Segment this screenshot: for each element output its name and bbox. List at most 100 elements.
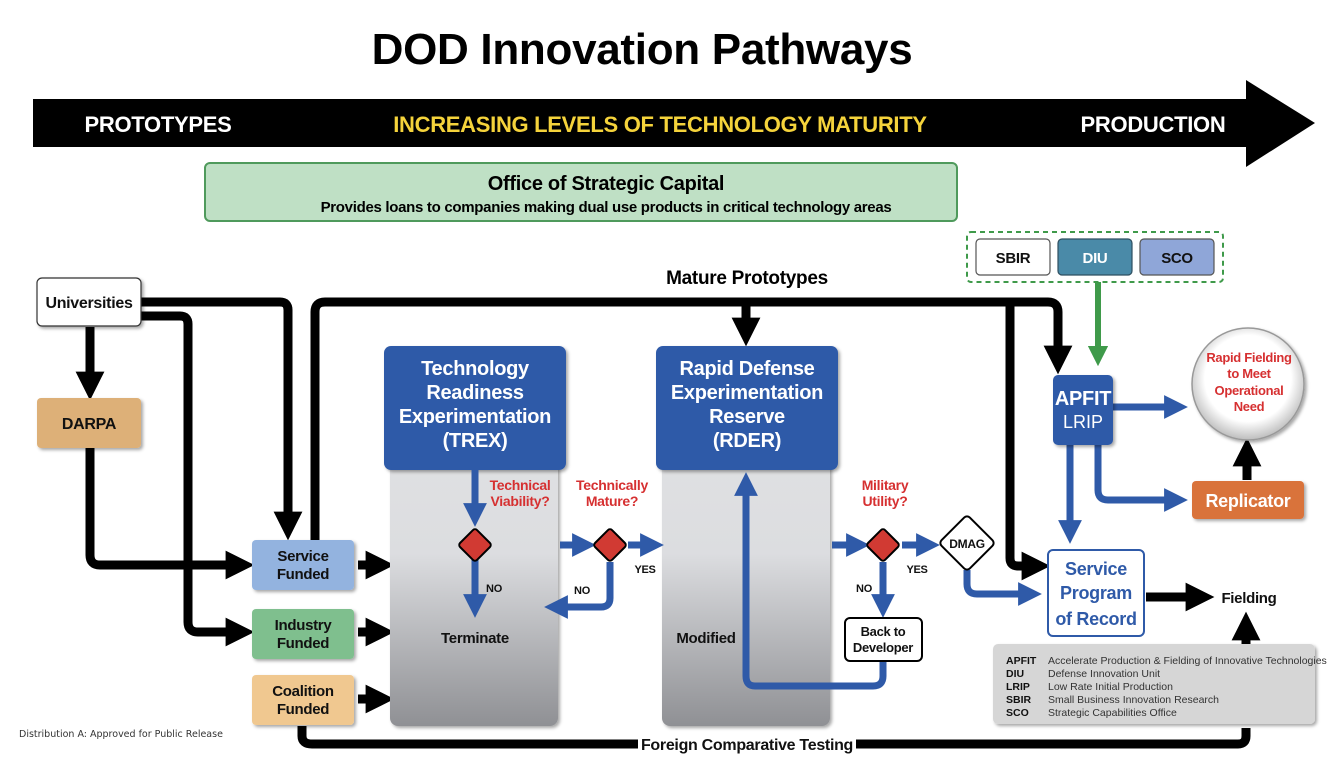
- service-funded-line2: Funded: [277, 566, 329, 583]
- mature-question-line2: Mature?: [586, 493, 638, 509]
- mature-question-line1: Technically: [576, 477, 648, 493]
- decision-mature: [593, 528, 627, 562]
- fielding-label: Fielding: [1221, 590, 1276, 607]
- darpa-box: DARPA: [37, 398, 141, 448]
- decision-military: [866, 528, 900, 562]
- rapid-fielding-line3: Operational: [1215, 383, 1284, 398]
- legend-abbr: LRIP: [1006, 681, 1030, 693]
- dmag-to-spor: [963, 570, 1042, 606]
- viability-question-line2: Viability?: [491, 493, 550, 509]
- legend-definition: Small Business Innovation Research: [1048, 694, 1219, 706]
- viability-no: NO: [486, 583, 503, 595]
- back-to-developer-line1: Back to: [861, 624, 906, 639]
- osc-box: [204, 162, 958, 222]
- coalition-funded-box: Coalition Funded: [252, 675, 354, 725]
- legend-definition: Low Rate Initial Production: [1048, 681, 1173, 693]
- banner-production: PRODUCTION: [1081, 112, 1226, 137]
- service-program-of-record-box: Service Program of Record: [1047, 549, 1145, 637]
- viability-question-line1: Technical: [490, 477, 551, 493]
- rder-title-line1: Rapid Defense: [679, 358, 814, 380]
- rapid-fielding-line4: Need: [1234, 399, 1265, 414]
- sco-box: [1139, 238, 1215, 276]
- sbir-label: SBIR: [996, 250, 1031, 267]
- apfit-subtitle: LRIP: [1063, 412, 1103, 432]
- trex-title-line4: (TREX): [443, 430, 508, 452]
- rder-title-line2: Experimentation: [671, 382, 823, 404]
- coalition-funded-line1: Coalition: [272, 683, 334, 700]
- legend-abbr: SCO: [1006, 707, 1029, 719]
- legend-definition: Accelerate Production & Fielding of Inno…: [1048, 655, 1327, 667]
- mature-yes: YES: [634, 564, 655, 576]
- connector-foreign-left: [297, 726, 638, 749]
- replicator-label: Replicator: [1205, 491, 1290, 511]
- dmag-diamond: DMAG: [939, 515, 995, 571]
- blue-connectors: [463, 395, 1188, 690]
- military-no: NO: [856, 583, 873, 595]
- osc-subtitle: Provides loans to companies making dual …: [321, 199, 892, 216]
- military-question-line2: Utility?: [862, 493, 907, 509]
- legend-definition: Strategic Capabilities Office: [1048, 707, 1177, 719]
- banner-maturity: INCREASING LEVELS OF TECHNOLOGY MATURITY: [393, 112, 927, 137]
- rapid-fielding-line1: Rapid Fielding: [1206, 350, 1292, 365]
- service-funded-box: Service Funded: [252, 540, 354, 590]
- connector-mature-prototypes: [310, 297, 1073, 540]
- legend-definition: Defense Innovation Unit: [1048, 668, 1160, 680]
- rder-title-line4: (RDER): [713, 430, 781, 452]
- maturity-arrow: [33, 80, 1315, 167]
- rapid-fielding-line2: to Meet: [1227, 366, 1271, 381]
- connector-foreign-right: [856, 728, 1251, 749]
- acronym-legend: APFIT Accelerate Production & Fielding of…: [993, 644, 1327, 724]
- universities-box: Universities: [36, 277, 142, 327]
- page-title: DOD Innovation Pathways: [372, 25, 913, 74]
- diu-box: [1057, 238, 1133, 276]
- replicator-box: Replicator: [1192, 481, 1304, 519]
- military-yes: YES: [906, 564, 927, 576]
- industry-funded-box: Industry Funded: [252, 609, 354, 659]
- trex-title-box: [384, 346, 566, 470]
- connector-universities-industry: [140, 311, 255, 647]
- apfit-box: APFIT LRIP: [1053, 375, 1113, 445]
- universities-label: Universities: [45, 295, 133, 312]
- modified-label: Modified: [676, 630, 735, 647]
- sbir-box: [975, 238, 1051, 276]
- black-connectors: [75, 297, 1262, 749]
- connector-darpa-service: [85, 448, 255, 580]
- spor-line3: of Record: [1055, 609, 1136, 629]
- distribution-statement: Distribution A: Approved for Public Rele…: [19, 729, 223, 740]
- rder-title-box: [656, 346, 838, 470]
- connector-universities-service: [140, 297, 303, 541]
- apfit-to-replicator: [1094, 445, 1188, 512]
- decision-viability: [458, 528, 492, 562]
- mature-prototypes-label: Mature Prototypes: [666, 268, 828, 289]
- rapid-fielding-circle: Rapid Fielding to Meet Operational Need: [1191, 327, 1305, 441]
- coalition-funded-line2: Funded: [277, 701, 329, 718]
- dmag-label: DMAG: [949, 537, 984, 551]
- legend-abbr: APFIT: [1006, 655, 1037, 667]
- terminate-label: Terminate: [441, 630, 509, 647]
- military-question-line1: Military: [862, 477, 909, 493]
- back-to-developer-line2: Developer: [853, 640, 913, 655]
- mature-no: NO: [574, 585, 591, 597]
- diu-label: DIU: [1083, 250, 1108, 267]
- back-to-developer-box: Back to Developer: [844, 617, 923, 662]
- banner-prototypes: PROTOTYPES: [85, 112, 232, 137]
- apfit-title: APFIT: [1055, 388, 1111, 410]
- osc-title: Office of Strategic Capital: [488, 173, 724, 195]
- legend-abbr: SBIR: [1006, 694, 1032, 706]
- foreign-comparative-testing-label: Foreign Comparative Testing: [641, 737, 853, 754]
- trex-title-line3: Experimentation: [399, 406, 551, 428]
- industry-funded-line2: Funded: [277, 635, 329, 652]
- rder-title-line3: Reserve: [709, 406, 785, 428]
- darpa-label: DARPA: [62, 416, 117, 433]
- spor-line2: Program: [1060, 583, 1132, 603]
- sco-label: SCO: [1161, 250, 1193, 267]
- trex-title-line2: Readiness: [426, 382, 524, 404]
- mature-no-back: [544, 562, 614, 619]
- connector-mature-spor: [1005, 302, 1051, 581]
- legend-abbr: DIU: [1006, 668, 1024, 680]
- spor-line1: Service: [1065, 559, 1127, 579]
- trex-title-line1: Technology: [421, 358, 530, 380]
- industry-funded-line1: Industry: [275, 617, 333, 634]
- funding-orgs-group: SBIR DIU SCO: [966, 231, 1224, 283]
